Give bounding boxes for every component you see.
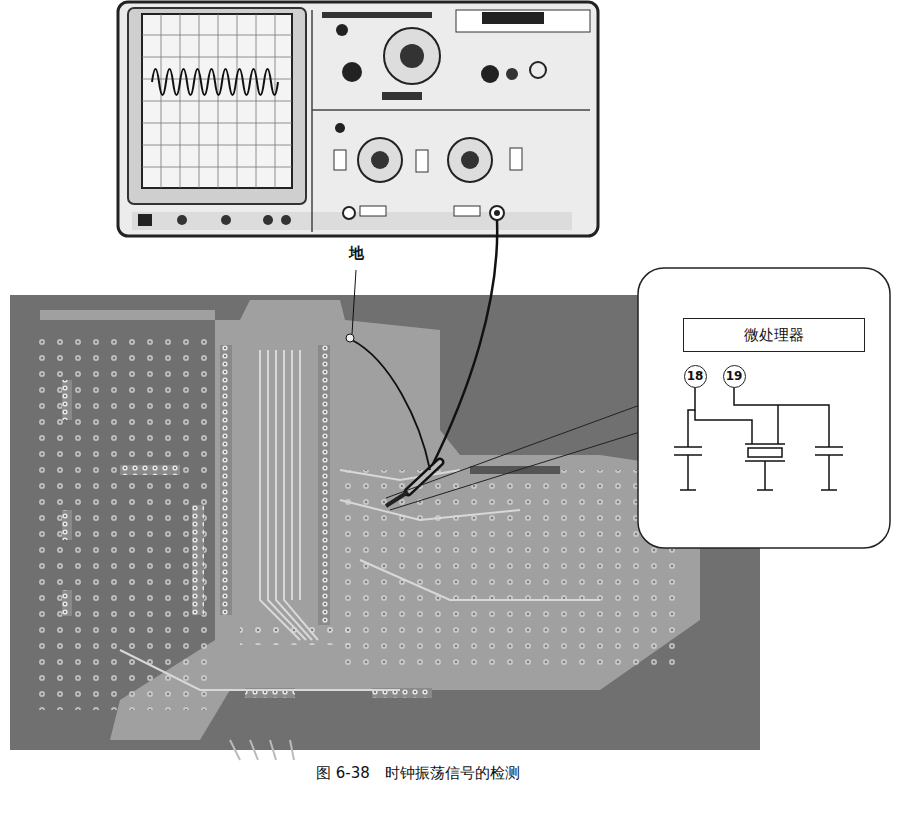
figure-caption: 图 6-38 时钟振荡信号的检测: [316, 764, 520, 783]
pin-number: 18: [687, 369, 704, 383]
pin-number: 19: [723, 365, 746, 388]
pin-number: 19: [726, 369, 743, 383]
probe: [346, 220, 640, 510]
ground-label: 地: [349, 244, 364, 263]
processor-box: 微处理器: [683, 318, 865, 352]
oscilloscope: [118, 2, 598, 236]
chip-label: 微处理器: [744, 326, 804, 345]
inset-schematic: [638, 268, 890, 548]
pin-number: 18: [684, 365, 707, 388]
